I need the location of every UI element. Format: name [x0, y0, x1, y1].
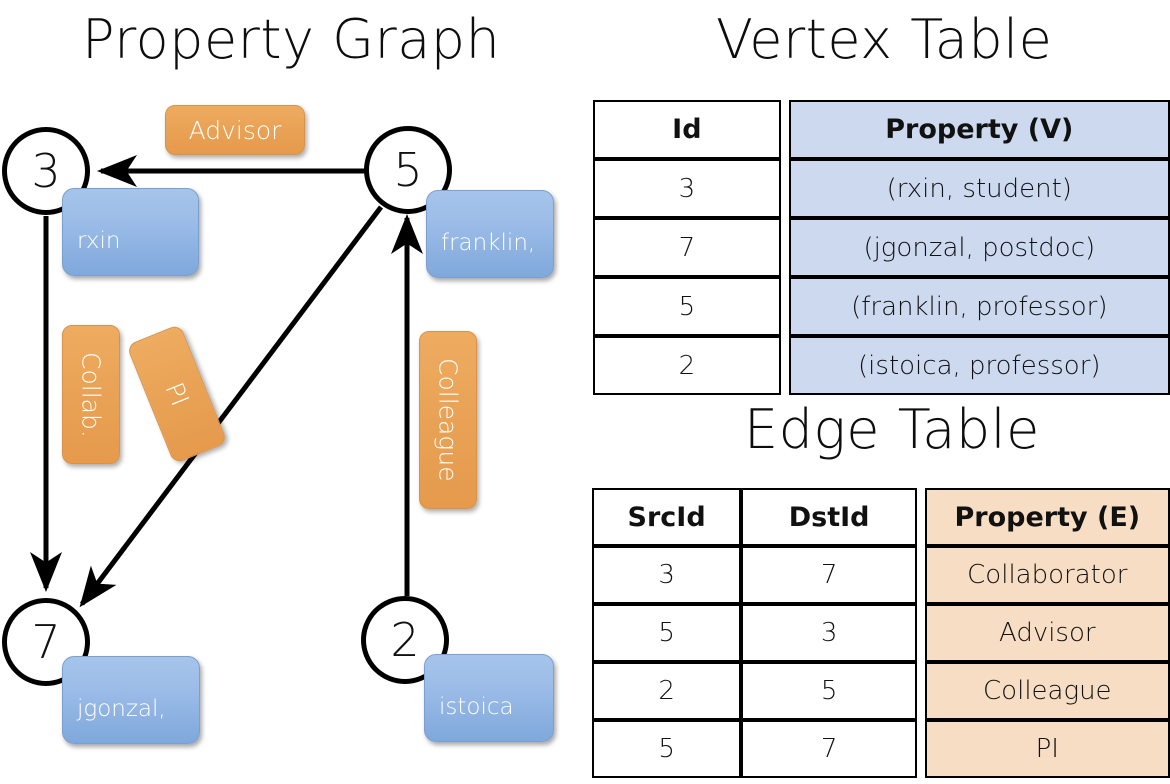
edge-row-1-srcid: 5	[592, 604, 742, 662]
vertex-row-2-property: (franklin, professor)	[788, 277, 1170, 336]
edge-table-row[interactable]: 2 5 Colleague	[592, 662, 1170, 720]
edge-row-3-srcid: 5	[592, 720, 742, 778]
edge-table-column-gap	[917, 604, 925, 662]
graph-node-3-property-line2: stu.	[77, 287, 120, 314]
graph-node-3-property-box: rxin stu.	[62, 188, 199, 313]
vertex-row-1-property: (jgonzal, postdoc)	[788, 218, 1170, 277]
edge-label-collab: Collab.	[62, 325, 120, 464]
edge-row-2-property: Colleague	[924, 662, 1170, 720]
edge-label-colleague: Colleague	[419, 331, 477, 509]
vertex-table-row[interactable]: 3 (rxin, student)	[593, 159, 1170, 218]
vertex-table-column-gap	[781, 100, 789, 159]
edge-table-row[interactable]: 5 7 PI	[592, 720, 1170, 778]
vertex-table-header-row: Id Property (V)	[593, 100, 1170, 159]
vertex-table-row[interactable]: 2 (istoica, professor)	[593, 336, 1170, 395]
graph-node-7-property-box: jgonzal, pst.doc.	[62, 656, 200, 781]
edge-table-column-gap	[917, 662, 925, 720]
edge-arrow-5-to-7	[79, 205, 383, 608]
vertex-row-1-id: 7	[593, 218, 781, 277]
graph-node-2-property-box: istoica prof.	[424, 654, 554, 779]
vertex-table: Id Property (V) 3 (rxin, student) 7 (jgo…	[593, 100, 1170, 395]
edge-label-advisor: Advisor	[165, 105, 305, 155]
property-graph-diagram: 3 5 7 2 rxin stu. franklin, prof. jgonza…	[0, 0, 585, 781]
vertex-table-header-property: Property (V)	[788, 100, 1170, 159]
edge-table-column-gap	[917, 546, 925, 604]
graph-node-7-property-line2: pst.doc.	[77, 755, 169, 782]
edge-row-0-srcid: 3	[592, 546, 742, 604]
graph-node-5-property-line1: franklin,	[441, 230, 536, 257]
vertex-table-row[interactable]: 5 (franklin, professor)	[593, 277, 1170, 336]
edge-row-0-property: Collaborator	[924, 546, 1170, 604]
graph-node-7-property-line1: jgonzal,	[77, 696, 166, 723]
edge-table-column-gap	[917, 488, 925, 546]
vertex-table-column-gap	[781, 218, 789, 277]
graph-node-5-property-box: franklin, prof.	[426, 190, 554, 315]
edge-row-3-property: PI	[924, 720, 1170, 778]
page-title-edge-table: Edge Table	[744, 398, 1040, 461]
edge-row-0-dstid: 7	[741, 546, 918, 604]
graph-node-2-property-line1: istoica	[439, 694, 514, 721]
vertex-row-2-id: 5	[593, 277, 781, 336]
graph-node-3-property-line1: rxin	[77, 228, 121, 255]
edge-table-column-gap	[917, 720, 925, 778]
graph-node-2-property-line2: prof.	[439, 753, 491, 780]
edge-row-3-dstid: 7	[741, 720, 918, 778]
vertex-row-0-property: (rxin, student)	[788, 159, 1170, 218]
vertex-row-3-property: (istoica, professor)	[788, 336, 1170, 395]
edge-table-header-row: SrcId DstId Property (E)	[592, 488, 1170, 546]
vertex-row-0-id: 3	[593, 159, 781, 218]
page-title-vertex-table: Vertex Table	[716, 8, 1053, 71]
edge-row-1-dstid: 3	[741, 604, 918, 662]
vertex-table-row[interactable]: 7 (jgonzal, postdoc)	[593, 218, 1170, 277]
edge-row-2-dstid: 5	[741, 662, 918, 720]
page-title-property-graph: Property Graph	[82, 8, 501, 71]
edge-table-row[interactable]: 5 3 Advisor	[592, 604, 1170, 662]
edge-row-1-property: Advisor	[924, 604, 1170, 662]
edge-table-header-dstid: DstId	[741, 488, 918, 546]
graph-edge-arrows	[30, 155, 423, 608]
vertex-table-column-gap	[781, 336, 789, 395]
graph-node-5-property-line2: prof.	[441, 289, 493, 316]
edge-table-header-property: Property (E)	[924, 488, 1170, 546]
edge-table-header-srcid: SrcId	[592, 488, 742, 546]
vertex-table-column-gap	[781, 159, 789, 218]
edge-table: SrcId DstId Property (E) 3 7 Collaborato…	[592, 488, 1170, 778]
graph-node-2[interactable]: 2	[361, 596, 449, 684]
edge-row-2-srcid: 2	[592, 662, 742, 720]
vertex-table-column-gap	[781, 277, 789, 336]
edge-table-row[interactable]: 3 7 Collaborator	[592, 546, 1170, 604]
vertex-table-header-id: Id	[593, 100, 781, 159]
vertex-row-3-id: 2	[593, 336, 781, 395]
graph-node-5[interactable]: 5	[364, 126, 452, 214]
